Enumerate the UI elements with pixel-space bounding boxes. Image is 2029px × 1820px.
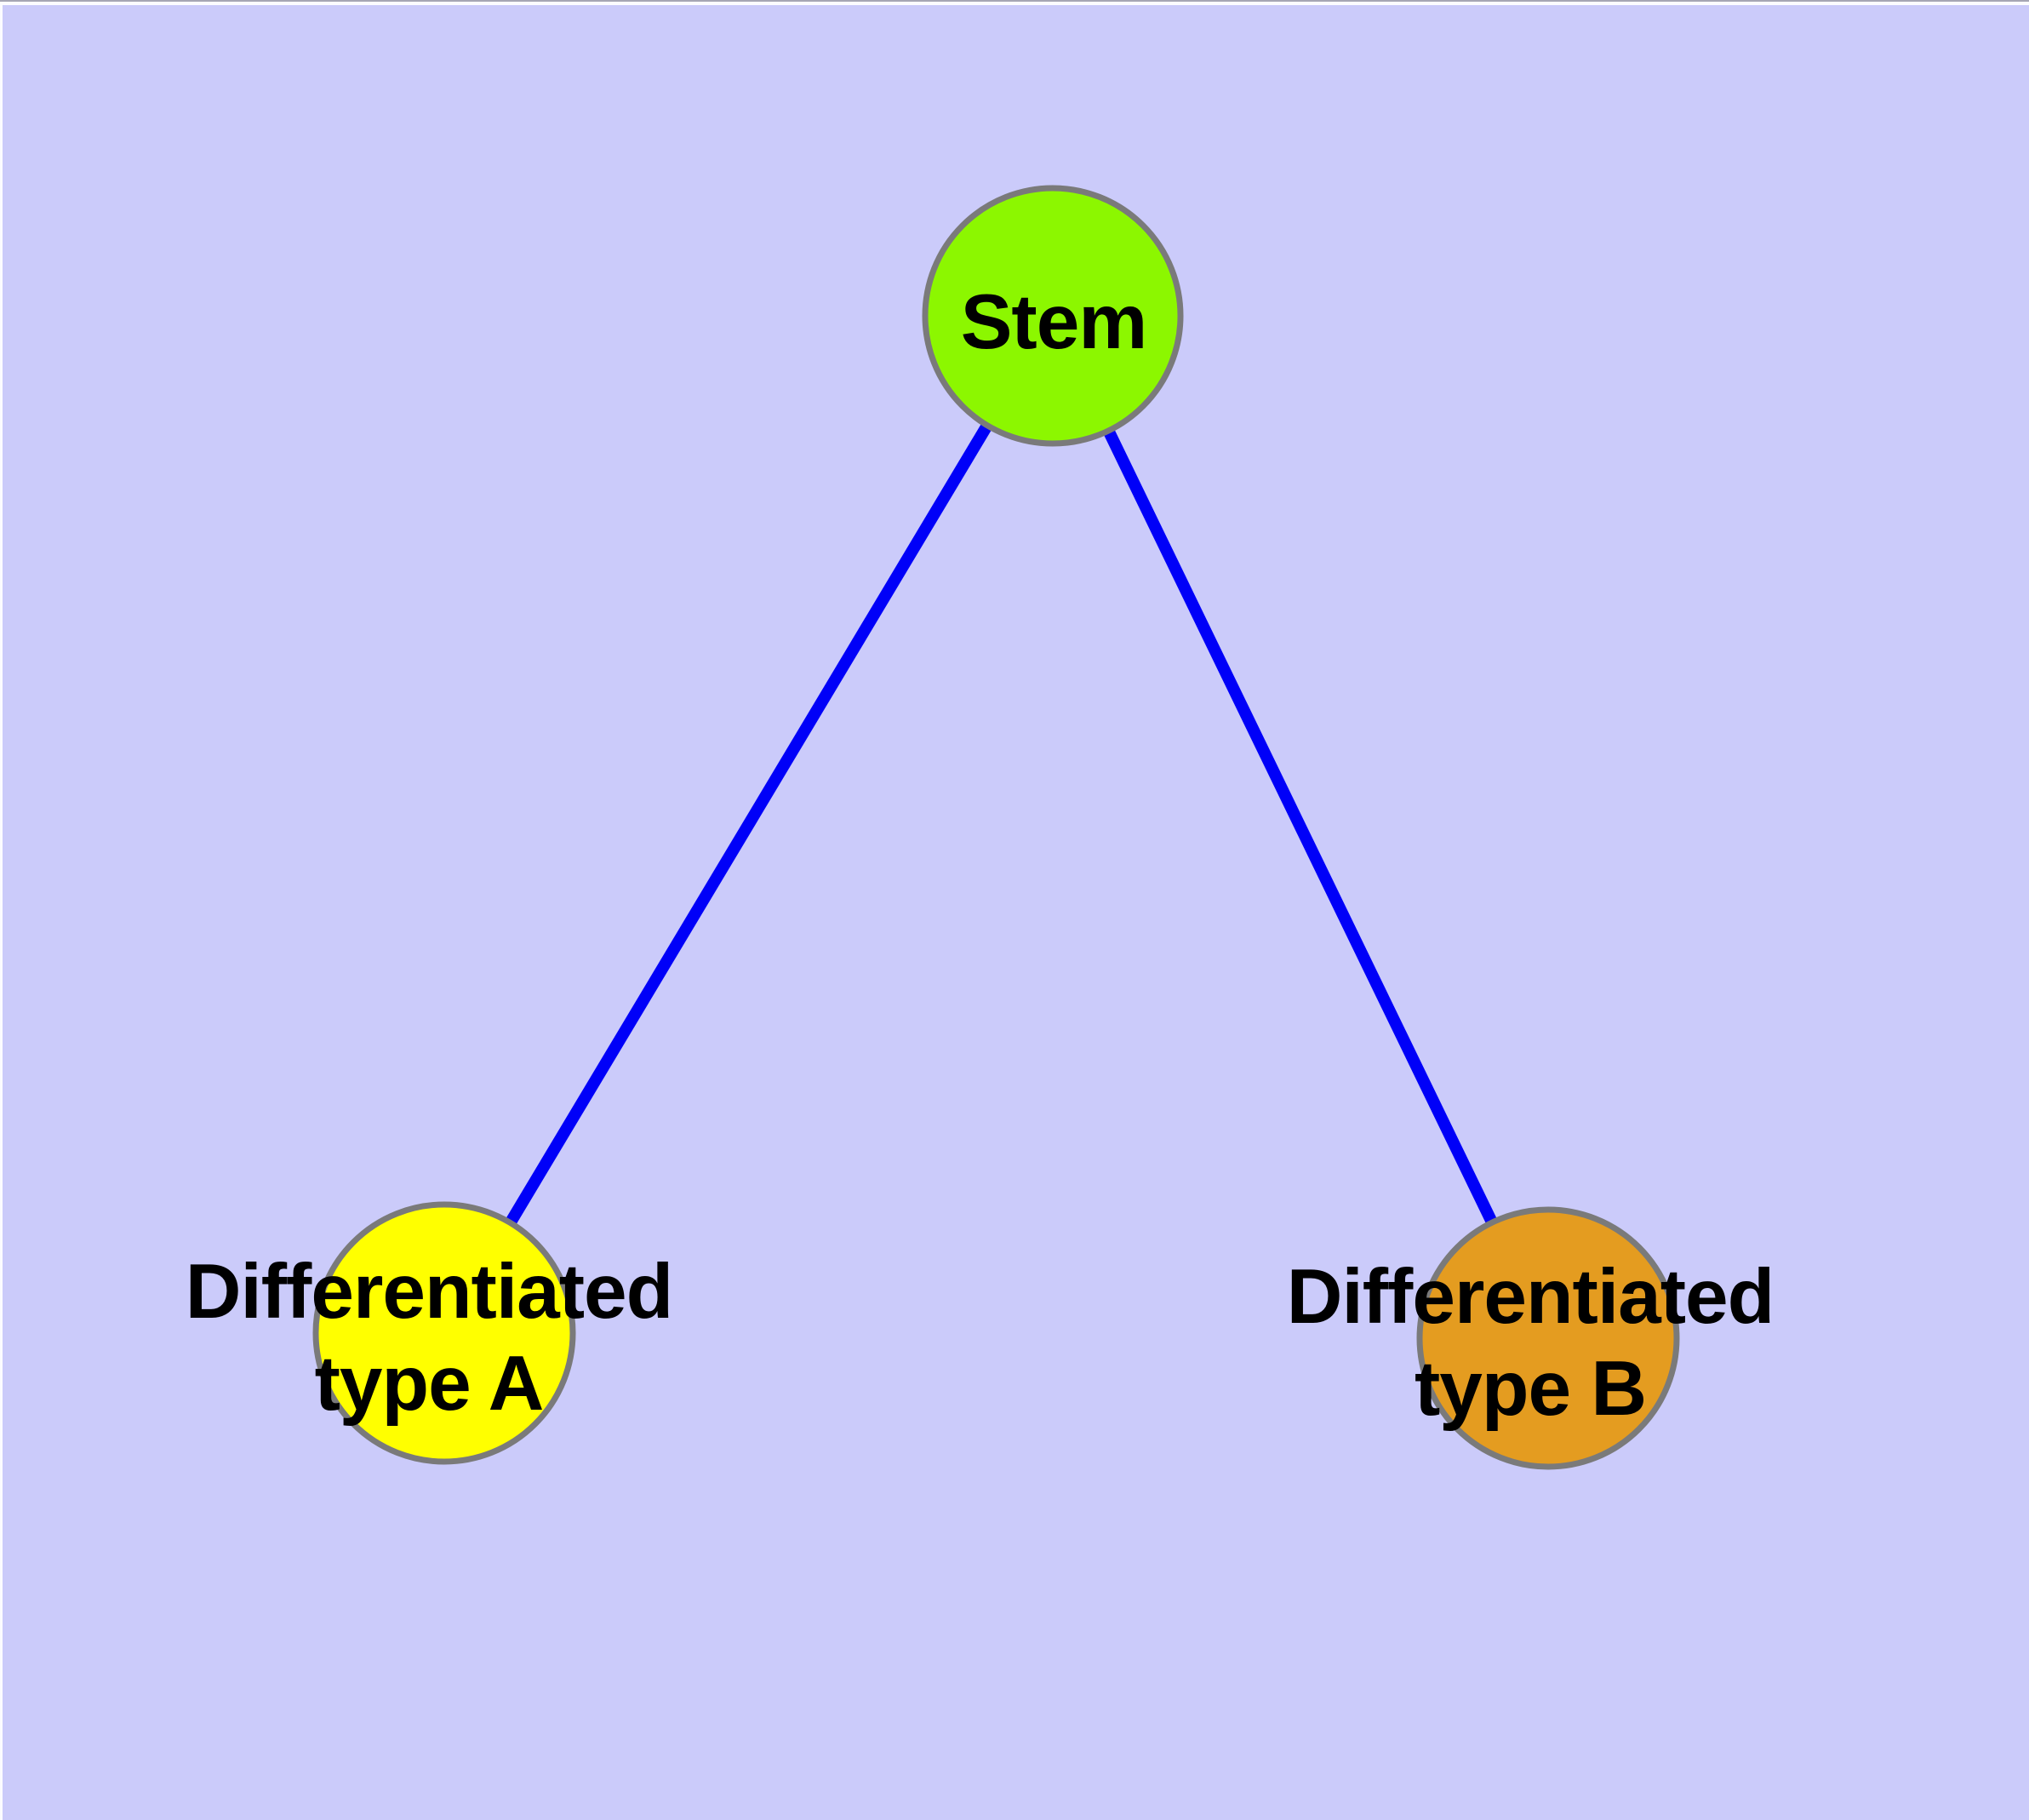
node-label-differentiated-type-b: Differentiated type B <box>1287 1251 1775 1435</box>
node-circle-stem[interactable] <box>922 185 1184 447</box>
node-label-differentiated-type-a: Differentiated type A <box>185 1246 674 1430</box>
node-label-type-b-line1: Differentiated <box>1286 1254 1775 1340</box>
window-edge-left <box>0 2 3 1820</box>
node-label-stem-line1: Stem <box>960 279 1148 365</box>
node-label-type-a-line2: type A <box>314 1341 545 1427</box>
node-circle-differentiated-type-a[interactable] <box>312 1201 576 1465</box>
window-edge-top <box>0 2 2029 5</box>
window-edge-top-hairline <box>0 0 2029 2</box>
node-label-type-b-line2: type B <box>1414 1346 1647 1432</box>
node-label-type-a-line1: Differentiated <box>185 1249 674 1335</box>
edge-stem-to-type-b <box>1047 312 1554 1342</box>
edge-stem-to-type-a <box>438 312 1059 1336</box>
node-label-stem: Stem <box>960 277 1148 369</box>
node-circle-differentiated-type-b[interactable] <box>1416 1206 1680 1470</box>
